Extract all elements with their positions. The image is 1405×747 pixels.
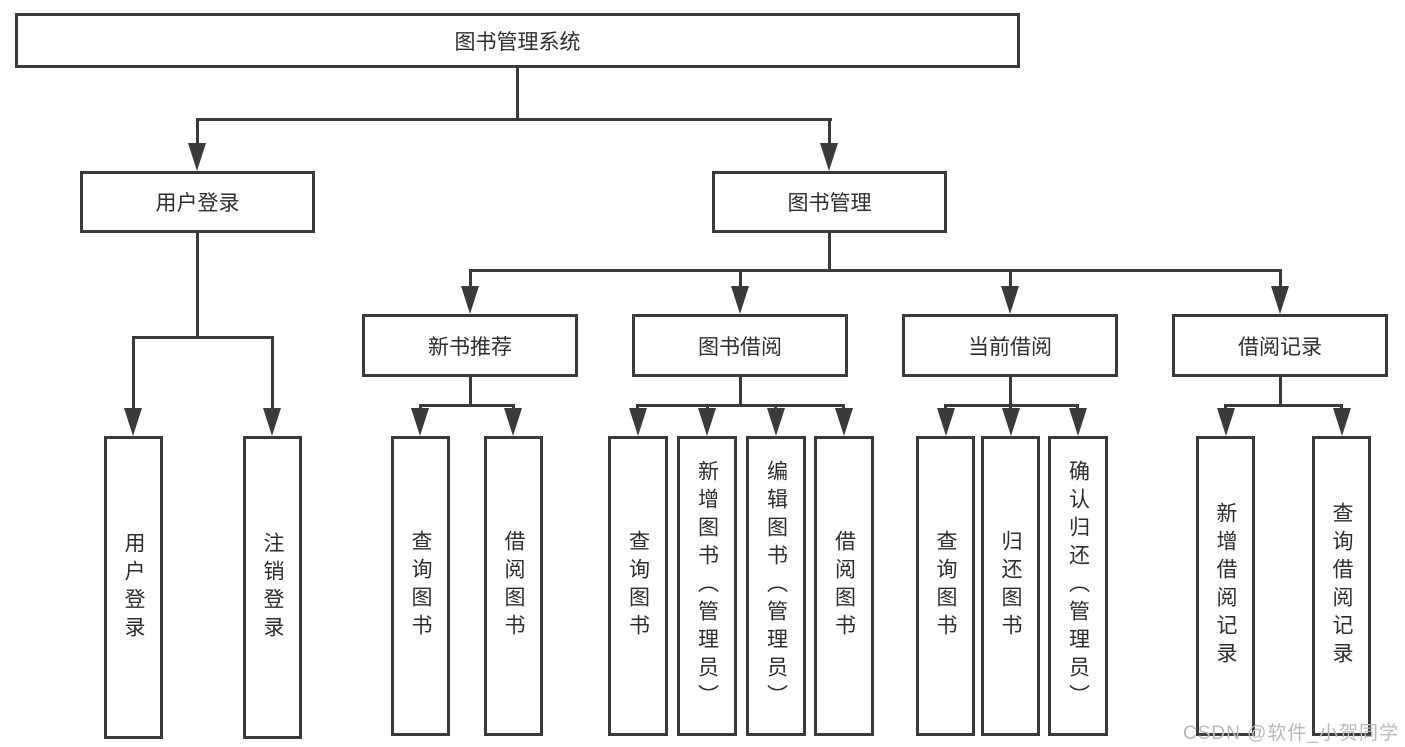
arrow-groupA-leaf1-icon — [411, 408, 429, 436]
connector-groupB-crossbar — [636, 404, 845, 407]
leaf-confirm-return-admin: 确认归还（管理员） — [1048, 436, 1108, 736]
node-book-borrow-label: 图书借阅 — [698, 335, 782, 359]
arrow-groupB-leaf1-icon — [629, 408, 647, 436]
node-book-borrow: 图书借阅 — [632, 314, 848, 377]
connector-to-logout-leaf-stem — [271, 336, 274, 410]
connector-groupC-leaf1-stem — [944, 404, 947, 411]
leaf-borrow-query-label: 查询图书 — [626, 530, 650, 642]
connector-groupC-leaf2-stem — [1009, 404, 1012, 411]
connector-groupB-leaf3-stem — [774, 404, 777, 411]
leaf-newbook-query-label: 查询图书 — [409, 530, 433, 642]
connector-to-book-mgmt-stem — [828, 118, 831, 145]
node-book-management: 图书管理 — [712, 171, 947, 233]
leaf-current-query-label: 查询图书 — [934, 530, 958, 642]
leaf-borrow-book-label: 借阅图书 — [832, 530, 856, 642]
leaf-borrow-book: 借阅图书 — [814, 436, 874, 736]
connector-groupC-leaf3-stem — [1076, 404, 1079, 411]
leaf-logout: 注销登录 — [243, 436, 302, 739]
connector-groupA-leaf2-stem — [512, 404, 515, 411]
connector-to-current-stem — [1009, 269, 1012, 288]
connector-groupC-stem — [1009, 377, 1012, 406]
leaf-add-borrow-record-label: 新增借阅记录 — [1214, 502, 1238, 670]
connector-to-login-leaf-stem — [132, 336, 135, 410]
leaf-add-borrow-record: 新增借阅记录 — [1196, 436, 1255, 736]
arrow-groupC-leaf1-icon — [937, 408, 955, 436]
node-new-book-recommend: 新书推荐 — [362, 314, 578, 377]
arrow-to-records-icon — [1271, 286, 1289, 314]
connector-to-borrow-stem — [739, 269, 742, 288]
connector-groupB-leaf2-stem — [706, 404, 709, 411]
connector-user-login-crossbar — [132, 336, 274, 339]
arrow-to-current-icon — [1001, 286, 1019, 314]
arrow-groupB-leaf3-icon — [767, 408, 785, 436]
leaf-confirm-return-admin-label: 确认归还（管理员） — [1066, 460, 1090, 712]
connector-groupA-stem — [469, 377, 472, 406]
node-library-system-label: 图书管理系统 — [454, 30, 581, 54]
leaf-borrow-add-book-admin-label: 新增图书（管理员） — [695, 460, 719, 712]
node-book-management-label: 图书管理 — [787, 192, 872, 215]
connector-root-crossbar — [196, 118, 832, 121]
connector-groupB-leaf4-stem — [842, 404, 845, 411]
leaf-current-query: 查询图书 — [916, 436, 975, 736]
leaf-return-book: 归还图书 — [981, 436, 1040, 736]
leaf-borrow-add-book-admin: 新增图书（管理员） — [677, 436, 737, 736]
node-borrow-records-label: 借阅记录 — [1238, 335, 1322, 359]
connector-groupD-stem — [1279, 377, 1282, 406]
arrow-groupD-leaf2-icon — [1333, 408, 1351, 436]
connector-book-mgmt-stem — [828, 233, 831, 271]
leaf-logout-label: 注销登录 — [261, 531, 285, 644]
connector-groupB-stem — [739, 377, 742, 406]
connector-user-login-stem — [196, 233, 199, 338]
leaf-borrow-query: 查询图书 — [608, 436, 668, 736]
connector-groupA-leaf1-stem — [419, 404, 422, 411]
leaf-newbook-borrow: 借阅图书 — [484, 436, 543, 736]
connector-to-user-login-stem — [196, 118, 199, 145]
connector-groupD-leaf2-stem — [1340, 404, 1343, 411]
arrow-groupD-leaf1-icon — [1217, 408, 1235, 436]
connector-book-mgmt-crossbar — [469, 269, 1282, 272]
leaf-newbook-query: 查询图书 — [391, 436, 450, 736]
arrow-to-login-leaf-icon — [124, 408, 142, 436]
leaf-borrow-edit-book-admin: 编辑图书（管理员） — [746, 436, 806, 736]
leaf-borrow-edit-book-admin-label: 编辑图书（管理员） — [764, 460, 788, 712]
arrow-groupB-leaf2-icon — [698, 408, 716, 436]
node-current-borrow: 当前借阅 — [902, 314, 1118, 377]
arrow-to-borrow-icon — [731, 286, 749, 314]
arrow-groupA-leaf2-icon — [504, 408, 522, 436]
connector-groupB-leaf1-stem — [636, 404, 639, 411]
leaf-user-login-label: 用户登录 — [122, 531, 146, 644]
connector-to-new-book-stem — [469, 269, 472, 288]
arrow-groupC-leaf3-icon — [1069, 408, 1087, 436]
leaf-query-borrow-record-label: 查询借阅记录 — [1330, 502, 1354, 670]
connector-groupD-leaf1-stem — [1224, 404, 1227, 411]
arrow-groupC-leaf2-icon — [1002, 408, 1020, 436]
connector-root-stem — [516, 68, 519, 119]
arrow-to-new-book-icon — [461, 286, 479, 314]
node-current-borrow-label: 当前借阅 — [968, 335, 1052, 359]
connector-groupD-crossbar — [1224, 404, 1343, 407]
node-new-book-recommend-label: 新书推荐 — [428, 335, 512, 359]
connector-to-records-stem — [1279, 269, 1282, 288]
arrow-to-user-login-icon — [188, 143, 206, 171]
leaf-return-book-label: 归还图书 — [999, 530, 1023, 642]
node-borrow-records: 借阅记录 — [1172, 314, 1388, 377]
arrow-to-logout-leaf-icon — [263, 408, 281, 436]
leaf-query-borrow-record: 查询借阅记录 — [1312, 436, 1371, 736]
node-user-login: 用户登录 — [80, 171, 315, 233]
node-user-login-label: 用户登录 — [155, 192, 240, 215]
arrow-to-book-mgmt-icon — [820, 143, 838, 171]
leaf-user-login: 用户登录 — [104, 436, 163, 739]
arrow-groupB-leaf4-icon — [835, 408, 853, 436]
node-library-system: 图书管理系统 — [15, 13, 1020, 68]
connector-groupA-crossbar — [419, 404, 515, 407]
leaf-newbook-borrow-label: 借阅图书 — [502, 530, 526, 642]
